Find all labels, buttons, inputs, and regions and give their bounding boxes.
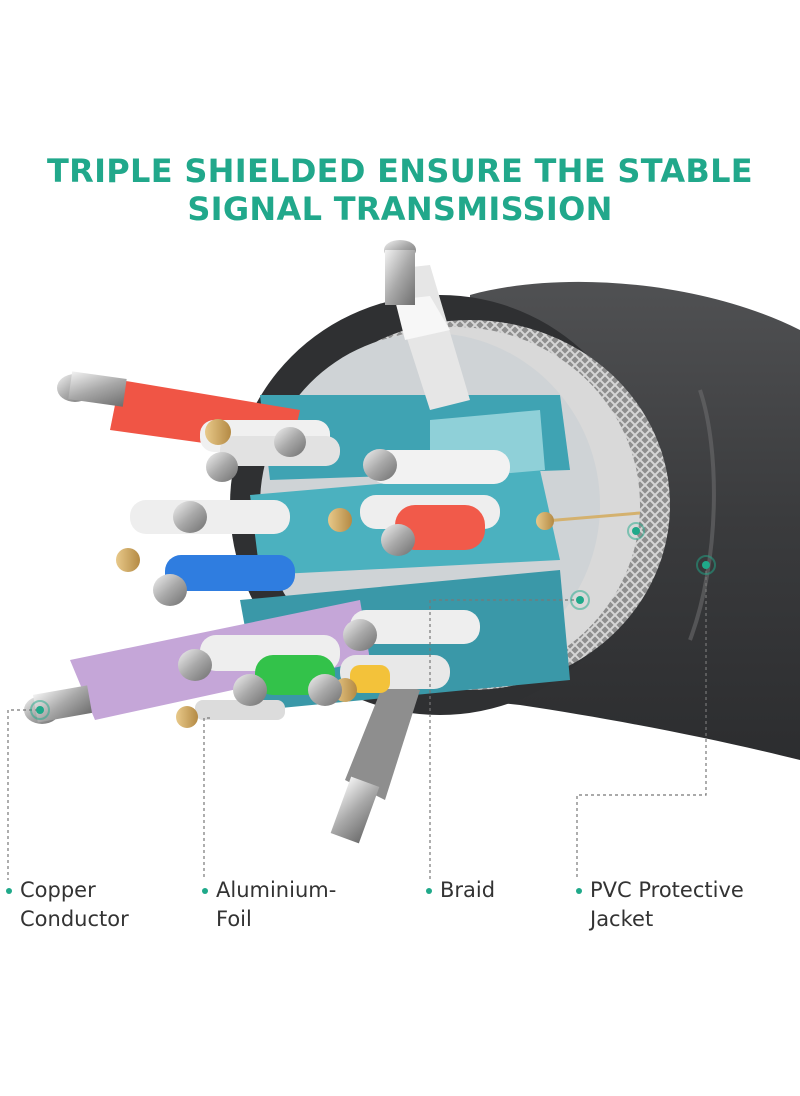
headline-line-1: TRIPLE SHIELDED ENSURE THE STABLE <box>47 152 753 190</box>
drain-wire-top <box>384 240 470 410</box>
callout-pvc-protective-jacket: PVC Protective Jacket <box>576 876 744 934</box>
twisted-pair-2 <box>116 500 295 606</box>
callout-line-1: Aluminium- <box>216 878 337 902</box>
bullet-dot <box>6 888 12 894</box>
callout-braid: Braid <box>426 876 496 905</box>
callout-line-1: Copper <box>20 878 96 902</box>
bullet-dot <box>426 888 432 894</box>
headline-line-2: SIGNAL TRANSMISSION <box>187 190 613 228</box>
drain-wire-bottom <box>330 680 420 844</box>
callout-line-2: Conductor <box>20 907 129 931</box>
twisted-pair-1 <box>200 419 340 482</box>
twisted-pair-5 <box>308 610 480 706</box>
callout-line-1: PVC Protective <box>590 878 744 902</box>
bullet-dot <box>202 888 208 894</box>
callout-line-2: Jacket <box>590 907 654 931</box>
callout-leaders <box>7 565 707 880</box>
callout-line-2: Foil <box>216 907 252 931</box>
callout-markers <box>30 522 716 720</box>
callout-aluminium-foil: Aluminium- Foil <box>202 876 337 934</box>
twisted-pair-3 <box>328 449 510 556</box>
bullet-dot <box>576 888 582 894</box>
center-conductor-pin <box>536 511 641 530</box>
callout-copper-conductor: Copper Conductor <box>6 876 129 934</box>
callout-line-1: Braid <box>440 878 496 902</box>
headline: TRIPLE SHIELDED ENSURE THE STABLE SIGNAL… <box>0 152 800 228</box>
